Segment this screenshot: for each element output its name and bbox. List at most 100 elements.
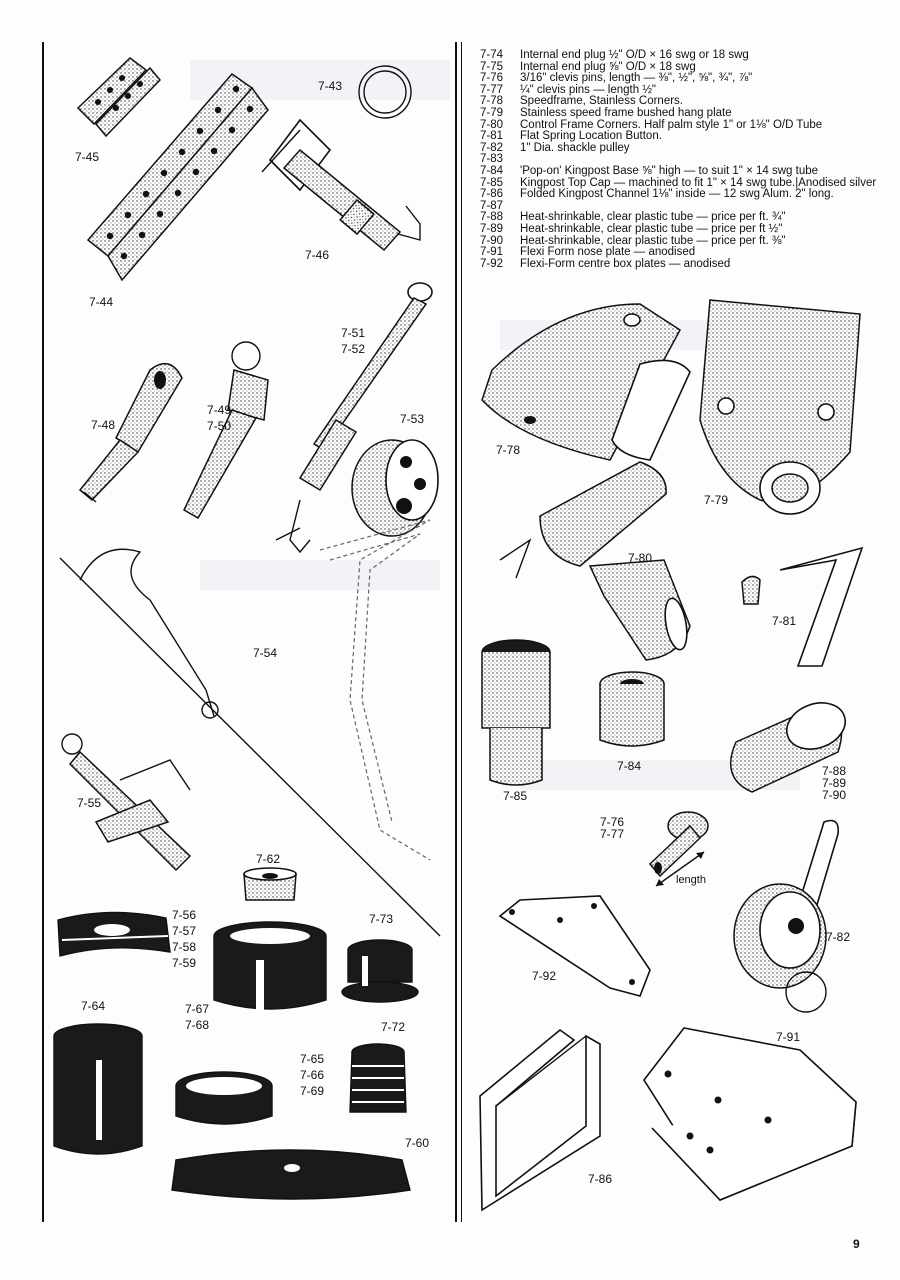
part-description: 3/16" clevis pins, length — ⅜", ½", ⅝", … (520, 72, 753, 85)
left-column-border (42, 42, 44, 1222)
figure-label: 7-57 (172, 924, 197, 938)
parts-list-row: 7-82 1" Dia. shackle pulley (480, 141, 880, 155)
ring-7-65 (175, 1071, 273, 1125)
figure-label: 7-73 (369, 912, 394, 926)
figure-label: 7-80 (628, 551, 653, 565)
part-description: Flexi Form nose plate — anodised (520, 246, 696, 259)
split-ring-7-43 (358, 65, 412, 119)
part-code: 7-82 (480, 141, 504, 154)
figure-label: 7-76 (600, 815, 625, 829)
figure-label: 7-82 (826, 930, 851, 944)
part-code: 7-78 (480, 95, 504, 108)
part-description: Heat-shrinkable, clear plastic tube — pr… (520, 222, 783, 235)
kingpost-base-7-84 (599, 671, 665, 747)
part-code: 7-87 (480, 199, 504, 212)
clevis-pin-7-76 (648, 811, 709, 887)
fork-end-7-49 (183, 341, 269, 520)
part-code: 7-84 (480, 164, 504, 177)
parts-list-row: 7-88 Heat-shrinkable, clear plastic tube … (480, 212, 880, 224)
turnbuckle-7-51 (275, 282, 433, 554)
part-code: 7-89 (480, 222, 504, 235)
figure-label: 7-49 (207, 403, 232, 417)
figure-label: 7-91 (776, 1030, 801, 1044)
flanged-bush-7-73 (341, 939, 419, 1003)
folded-channel-7-86 (479, 1028, 601, 1212)
nose-plate-7-91 (643, 1027, 857, 1201)
page-number: 9 (853, 1237, 860, 1251)
speedframe-corner-7-78 (481, 303, 691, 461)
figure-label: 7-88 (822, 764, 847, 778)
parts-list-row: 7-87 (480, 199, 880, 213)
eye-bolt-7-48 (78, 362, 183, 503)
part-description: Kingpost Top Cap — machined to fit 1" × … (520, 176, 877, 189)
figure-label: 7-64 (81, 999, 106, 1013)
part-description: Folded Kingpost Channel 1⅛" inside — 12 … (520, 188, 834, 201)
part-code: 7-85 (480, 176, 504, 189)
figure-label: 7-55 (77, 796, 102, 810)
threaded-plug-7-72 (349, 1043, 407, 1113)
kingpost-cap-7-85 (481, 639, 551, 786)
grommet-7-62 (243, 867, 297, 901)
figure-label: 7-69 (300, 1084, 325, 1098)
hang-plate-7-79 (699, 299, 861, 515)
figure-label: 7-53 (400, 412, 425, 426)
figure-label: 7-45 (75, 150, 100, 164)
part-description: Internal end plug ½" O/D × 16 swg or 18 … (520, 49, 749, 61)
part-description: Stainless speed frame bushed hang plate (520, 106, 732, 119)
figure-label: 7-77 (600, 827, 625, 841)
shackle-pulley-7-82 (733, 819, 840, 1013)
figure-label: 7-59 (172, 956, 197, 970)
figure-label: 7-58 (172, 940, 197, 954)
figure-label: 7-78 (496, 443, 521, 457)
parts-list-row: 7-85 Kingpost Top Cap — machined to fit 1… (480, 176, 880, 190)
figure-label: 7-43 (318, 79, 343, 93)
part-description: Heat-shrinkable, clear plastic tube — pr… (520, 211, 786, 224)
parts-list-row: 7-84'Pop-on' Kingpost Base ⅝" high — to … (480, 164, 880, 178)
part-code: 7-88 (480, 211, 504, 224)
part-description: ¼" clevis pins — length ½" (520, 83, 657, 96)
figure-label: 7-46 (305, 248, 330, 262)
part-code: 7-83 (480, 153, 504, 166)
figure-label: 7-89 (822, 776, 847, 790)
figure-label: 7-66 (300, 1068, 325, 1082)
part-description: 1" Dia. shackle pulley (520, 141, 630, 154)
hinge-bolt-7-46 (261, 118, 421, 252)
drilled-channel-7-44 (86, 72, 269, 282)
figure-label: 7-62 (256, 852, 281, 866)
figure-label: 7-86 (588, 1172, 613, 1186)
pulley-block-7-53 (351, 439, 439, 537)
part-code: 7-79 (480, 106, 504, 119)
centre-box-plate-7-92 (498, 895, 651, 997)
part-description: Internal end plug ⅝" O/D × 18 swg (520, 60, 696, 73)
dimension-label: length (676, 874, 706, 886)
figure-label: 7-72 (381, 1020, 406, 1034)
part-code: 7-92 (480, 257, 504, 270)
bracing-wire-7-54 (59, 519, 441, 937)
center-column-divider-inner (461, 42, 462, 1222)
control-frame-corner-7-80 (499, 461, 691, 661)
part-description: Speedframe, Stainless Corners. (520, 95, 683, 108)
curved-plate-7-56 (57, 911, 171, 957)
figure-label: 7-54 (253, 646, 278, 660)
heat-shrink-tube-7-88 (729, 702, 846, 793)
parts-list-row: 7-92 Flexi-Form centre box plates — anodi… (480, 257, 880, 271)
figure-label: 7-90 (822, 788, 847, 802)
part-description: Flexi-Form centre box plates — anodised (520, 257, 731, 270)
part-description: Heat-shrinkable, clear plastic tube — pr… (520, 234, 786, 247)
part-code: 7-77 (480, 83, 504, 96)
part-code: 7-81 (480, 130, 504, 143)
release-clip-7-55 (61, 733, 192, 872)
parts-list-row: 7-77 ¼" clevis pins — length ½" (480, 83, 880, 97)
figure-label: 7-65 (300, 1052, 325, 1066)
parts-list-row: 7-79 Stainless speed frame bushed hang pl… (480, 106, 880, 120)
figure-label: 7-44 (89, 295, 114, 309)
